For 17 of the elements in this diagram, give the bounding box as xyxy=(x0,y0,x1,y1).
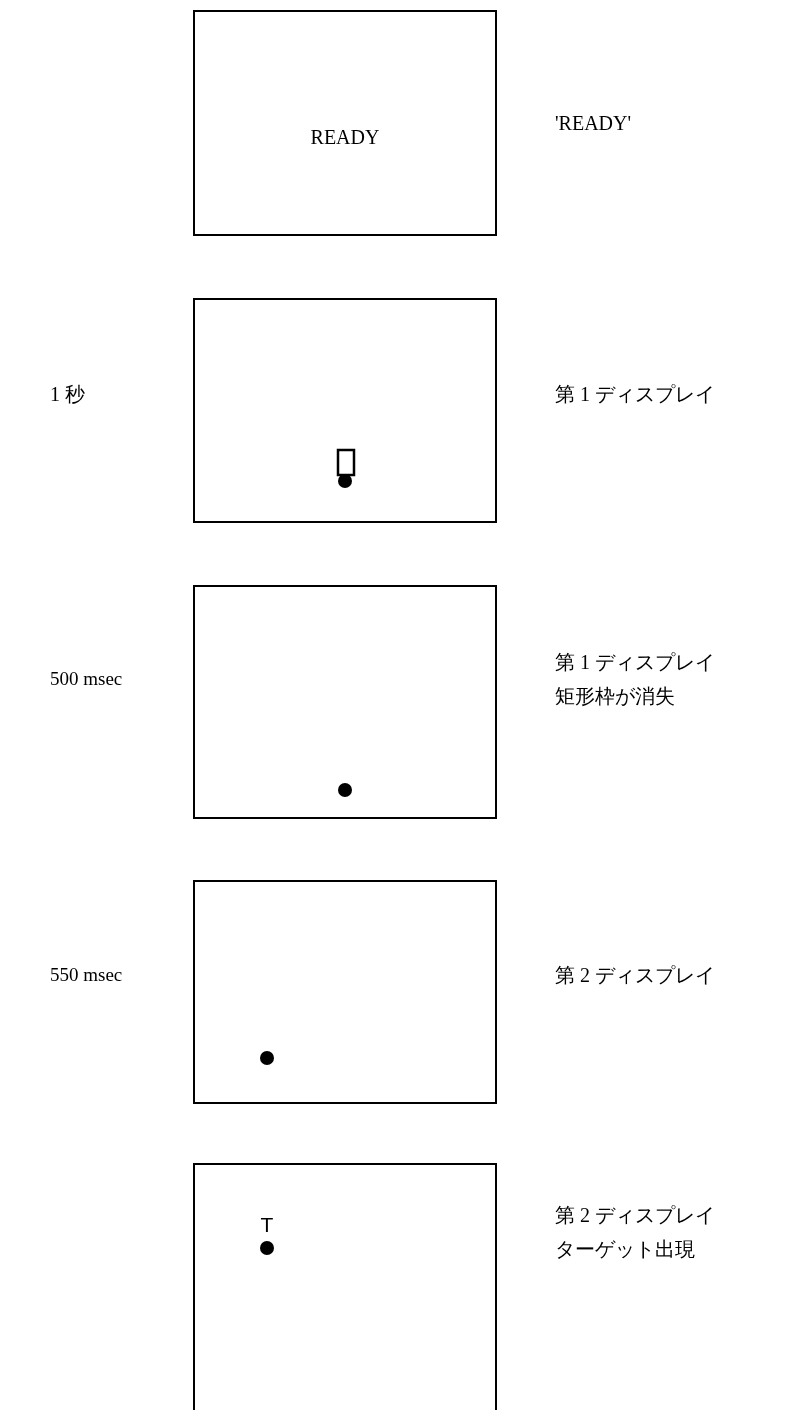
target-letter: T xyxy=(260,1212,274,1238)
duration-label: 1 秒 xyxy=(50,382,85,406)
display-caption: 第 2 ディスプレイ xyxy=(555,1203,715,1227)
display-screen xyxy=(193,585,497,819)
duration-label: 550 msec xyxy=(50,963,123,987)
display-caption: 第 1 ディスプレイ xyxy=(555,650,715,674)
display-caption: 'READY' xyxy=(555,111,632,135)
screen-text: READY xyxy=(310,125,380,149)
display-screen xyxy=(193,1163,497,1410)
display-screen xyxy=(193,298,497,523)
display-caption: ターゲット出現 xyxy=(555,1237,695,1261)
display-caption: 第 1 ディスプレイ xyxy=(555,382,715,406)
display-caption: 矩形枠が消失 xyxy=(555,684,675,708)
display-screen xyxy=(193,880,497,1104)
display-caption: 第 2 ディスプレイ xyxy=(555,963,715,987)
display-screen xyxy=(193,10,497,236)
duration-label: 500 msec xyxy=(50,667,123,691)
